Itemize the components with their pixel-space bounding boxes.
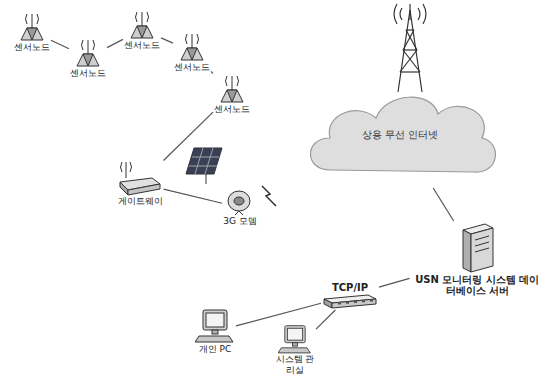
sensor-node: 센서노드	[214, 72, 250, 115]
node-label: 센서노드	[214, 104, 250, 115]
node-label: USN 모니터링 시스템 데이터베이스 서버	[411, 274, 544, 296]
admin-pc-icon	[278, 324, 312, 354]
node-label: 센서노드	[174, 62, 210, 73]
node-label: 3G 모뎀	[223, 216, 257, 227]
cable-line	[51, 40, 69, 48]
network-switch: TCP/IP	[322, 282, 378, 309]
cable-line	[433, 188, 453, 221]
wireless-signal	[262, 186, 276, 206]
gateway-icon	[118, 160, 162, 196]
solar-panel	[186, 148, 222, 184]
sensor-node-icon	[17, 10, 47, 42]
cable-line	[379, 278, 410, 287]
admin-pc: 시스템 관리실	[275, 324, 315, 376]
cable-line	[236, 303, 321, 326]
node-label: 센서노드	[124, 40, 160, 51]
node-label: 개인 PC	[199, 344, 232, 355]
personal-pc: 개인 PC	[195, 308, 235, 355]
modem-icon	[225, 188, 255, 216]
node-label: 시스템 관리실	[275, 354, 315, 376]
db-server: USN 모니터링 시스템 데이터베이스 서버	[411, 222, 544, 296]
cable-line	[316, 310, 335, 329]
sensor-node-icon	[73, 36, 103, 68]
node-label: 센서노드	[70, 68, 106, 79]
sensor-node: 센서노드	[70, 36, 106, 79]
sensor-node: 센서노드	[174, 30, 210, 73]
cable-line	[211, 71, 213, 73]
network-switch-icon	[322, 293, 378, 309]
modem: 3G 모뎀	[223, 188, 257, 227]
gateway: 게이트웨이	[118, 160, 163, 207]
sensor-node: 센서노드	[124, 8, 160, 51]
cable-line	[164, 112, 214, 160]
cable-line	[161, 38, 173, 43]
node-label: 상용 무선 인터넷	[362, 129, 438, 140]
node-label: 센서노드	[14, 42, 50, 53]
node-label: TCP/IP	[332, 282, 368, 293]
db-server-icon	[457, 222, 497, 274]
personal-pc-icon	[195, 308, 235, 344]
sensor-node-icon	[177, 30, 207, 62]
cable-line	[164, 189, 223, 203]
internet-cloud: 상용 무선 인터넷	[300, 82, 500, 187]
node-label: 게이트웨이	[118, 196, 163, 207]
sensor-node: 센서노드	[14, 10, 50, 53]
sensor-node-icon	[127, 8, 157, 40]
cell-tower	[394, 4, 426, 92]
sensor-node-icon	[217, 72, 247, 104]
cable-line	[107, 39, 123, 47]
